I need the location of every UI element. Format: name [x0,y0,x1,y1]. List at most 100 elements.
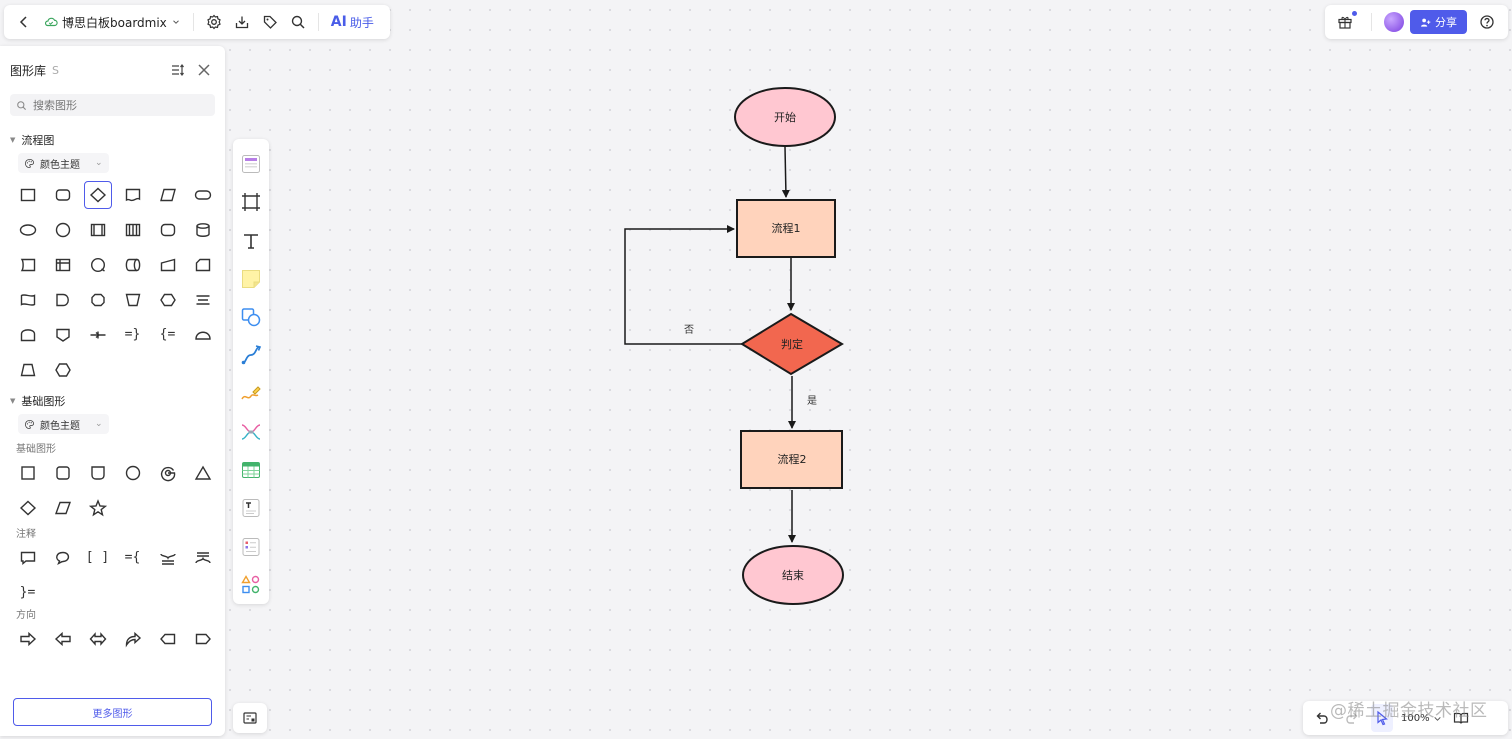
shape-tab-square[interactable] [80,455,115,490]
shape-annotation-right[interactable]: =} [115,317,150,352]
tool-connector[interactable] [236,336,266,374]
panel-close-button[interactable] [193,59,215,81]
basic-theme-select[interactable]: 颜色主题 ⌄ [18,414,109,434]
shape-terminator[interactable] [185,177,220,212]
undo-button[interactable] [1311,704,1333,732]
help-button[interactable] [1473,8,1501,36]
shape-rounded-square[interactable] [45,455,80,490]
shape-ellipse[interactable] [10,212,45,247]
shape-display[interactable] [80,282,115,317]
shape-sequential-storage[interactable] [80,247,115,282]
arrow-right-icon [19,631,36,646]
tool-more-apps[interactable] [236,566,266,604]
shape-delay[interactable] [45,282,80,317]
shape-brace-bottom[interactable] [185,540,220,575]
shape-document[interactable] [115,177,150,212]
shape-star[interactable] [80,490,115,525]
shape-triangle[interactable] [185,455,220,490]
shape-internal-storage[interactable] [45,247,80,282]
tool-shapes[interactable] [236,298,266,336]
shape-loop-limit[interactable] [185,247,220,282]
shape-arrow-left[interactable] [45,621,80,656]
shape-brace-top[interactable] [150,540,185,575]
node-decision[interactable] [740,312,844,376]
connector-decision-no-loop[interactable] [624,225,742,345]
settings-button[interactable] [200,8,228,36]
shape-internal-storage-dual[interactable] [115,212,150,247]
shape-card[interactable] [10,247,45,282]
connector-start-to-process1[interactable] [781,146,790,198]
node-start[interactable] [734,87,836,147]
shape-parallelogram[interactable] [150,177,185,212]
share-button[interactable]: 分享 [1410,10,1467,34]
avatar[interactable] [1384,12,1404,32]
redo-button[interactable] [1341,704,1363,732]
shape-brace-right[interactable]: }= [10,575,45,610]
shape-brackets[interactable]: [ ] [80,540,115,575]
shape-manual-operation[interactable] [115,282,150,317]
more-shapes-button[interactable]: 更多图形 [13,698,212,726]
tool-table[interactable] [236,451,266,489]
board-title-menu[interactable]: 博思白板boardmix [38,14,187,31]
node-process1[interactable] [736,199,836,258]
gift-button[interactable] [1331,8,1359,36]
download-button[interactable] [228,8,256,36]
shape-process-rect[interactable] [10,177,45,212]
shape-hexagon-alt[interactable] [45,352,80,387]
shape-manual-input[interactable] [150,247,185,282]
shape-basic-circle[interactable] [115,455,150,490]
section-flowchart[interactable]: ▼ 流程图 [10,132,215,148]
shape-arc[interactable] [150,455,185,490]
tool-kanban[interactable] [236,528,266,566]
shape-arrow-double[interactable] [80,621,115,656]
tool-pen[interactable] [236,375,266,413]
book-view-button[interactable] [1450,704,1472,732]
shape-decision-diamond[interactable] [80,177,115,212]
flowchart-theme-select[interactable]: 颜色主题 ⌄ [18,153,109,173]
shape-junction[interactable] [80,317,115,352]
shape-direct-storage[interactable] [115,247,150,282]
tool-template[interactable] [236,145,266,183]
node-process2[interactable] [740,430,843,489]
tool-frame[interactable] [236,183,266,221]
shape-database[interactable] [185,212,220,247]
shape-half-circle[interactable] [185,317,220,352]
shape-circle[interactable] [45,212,80,247]
search-button[interactable] [284,8,312,36]
ai-assistant-button[interactable]: AI 助手 [325,14,380,31]
shape-off-page[interactable] [10,317,45,352]
shape-basic-parallelogram[interactable] [45,490,80,525]
node-end[interactable] [742,545,844,605]
shape-pentagon-right[interactable] [185,621,220,656]
shape-brace-left[interactable]: ={ [115,540,150,575]
shape-square[interactable] [10,455,45,490]
shape-search-input[interactable] [33,98,193,112]
shape-lines[interactable] [185,282,220,317]
shape-annotation-left[interactable]: {= [150,317,185,352]
tool-sticky-note[interactable] [236,260,266,298]
shape-preparation[interactable] [150,282,185,317]
section-basic-shapes[interactable]: ▼ 基础图形 [10,393,215,409]
shape-paper-tape[interactable] [10,282,45,317]
shape-rounded-rect[interactable] [45,177,80,212]
shape-pentagon-left[interactable] [150,621,185,656]
select-tool-button[interactable] [1371,704,1393,732]
panel-sort-button[interactable] [167,59,189,81]
shape-speech-oval[interactable] [45,540,80,575]
back-button[interactable] [10,8,38,36]
shape-speech-rect[interactable] [10,540,45,575]
zoom-control[interactable]: 100% [1401,713,1442,724]
tool-text[interactable] [236,222,266,260]
shape-off-page-connector[interactable] [45,317,80,352]
shape-arrow-curved[interactable] [115,621,150,656]
shape-predefined-process[interactable] [80,212,115,247]
tool-text-document[interactable] [236,489,266,527]
shape-arrow-right[interactable] [10,621,45,656]
shape-alternate-process[interactable] [150,212,185,247]
tag-button[interactable] [256,8,284,36]
tool-mindmap[interactable] [236,413,266,451]
shape-basic-diamond[interactable] [10,490,45,525]
shape-trapezoid[interactable] [10,352,45,387]
minimap-button[interactable] [233,703,267,733]
shape-search[interactable] [10,94,215,116]
